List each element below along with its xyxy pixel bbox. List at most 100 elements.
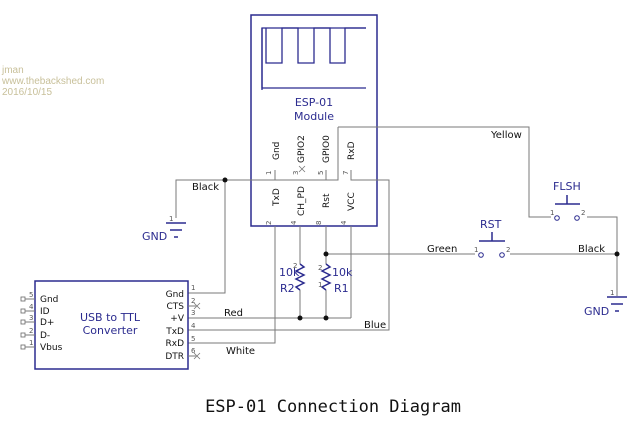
svg-text:GPIO2: GPIO2 <box>297 135 307 163</box>
wire-yellow <box>338 126 551 218</box>
usb-pin-gnd: 5 Gnd <box>20 291 58 305</box>
resistor-r2: 10k R2 2 <box>279 262 306 295</box>
esp01-pin-txd: TxD 2 <box>265 188 282 225</box>
svg-text:2: 2 <box>506 246 510 254</box>
svg-text:5: 5 <box>29 291 33 299</box>
svg-text:TxD: TxD <box>272 188 282 207</box>
resistor-icon <box>320 263 332 291</box>
usb-ttl-converter: USB to TTL Converter 5 Gnd 4 ID <box>20 280 201 370</box>
svg-text:8: 8 <box>315 221 323 225</box>
svg-text:1: 1 <box>550 209 554 217</box>
svg-text:1: 1 <box>265 171 273 175</box>
svg-text:Gnd: Gnd <box>166 290 184 300</box>
usb-pin-dtr: DTR 6 <box>165 347 201 362</box>
switch-flsh: FLSH 1 2 <box>550 180 585 221</box>
usb-pin-gnd-right: Gnd 1 <box>166 284 196 300</box>
svg-text:R2: R2 <box>280 282 295 295</box>
connector-pad-icon <box>20 332 26 338</box>
svg-text:2: 2 <box>581 209 585 217</box>
label-blue: Blue <box>364 320 386 331</box>
switch-rst: RST 1 2 <box>474 218 510 258</box>
svg-text:10k: 10k <box>332 266 353 279</box>
svg-text:1: 1 <box>474 246 478 254</box>
svg-text:DTR: DTR <box>165 352 184 362</box>
usb-pin-vplus: +V 3 <box>170 309 195 324</box>
svg-text:1: 1 <box>29 339 33 347</box>
junction-dot <box>222 177 228 183</box>
svg-text:2: 2 <box>29 327 33 335</box>
usb-pin-id: 4 ID <box>20 303 50 317</box>
esp01-pin-vcc: VCC 4 <box>340 192 357 225</box>
svg-text:1: 1 <box>169 215 173 223</box>
connector-pad-icon <box>20 319 26 325</box>
svg-text:Gnd: Gnd <box>40 295 58 305</box>
svg-text:R1: R1 <box>334 282 349 295</box>
svg-text:RxD: RxD <box>347 141 357 160</box>
svg-text:Rst: Rst <box>322 193 332 208</box>
svg-text:3: 3 <box>191 309 195 317</box>
wire-blue <box>188 179 390 331</box>
svg-text:5: 5 <box>191 335 195 343</box>
svg-text:2: 2 <box>293 262 297 270</box>
esp01-name: ESP-01 <box>295 96 333 109</box>
svg-text:2: 2 <box>191 297 195 305</box>
svg-text:TxD: TxD <box>165 327 184 337</box>
usb-pin-cts: CTS 2 <box>167 297 201 312</box>
esp01-outline <box>250 14 378 227</box>
connector-pad-icon <box>20 296 26 302</box>
svg-text:4: 4 <box>290 220 298 225</box>
esp01-pin-gpio2: GPIO2 3 <box>292 135 307 175</box>
svg-text:RxD: RxD <box>165 339 184 349</box>
pcb-antenna-icon <box>261 27 366 89</box>
junctions <box>222 177 620 321</box>
connector-pad-icon <box>20 308 26 314</box>
connector-pad-icon <box>20 344 26 350</box>
svg-text:4: 4 <box>191 322 196 330</box>
label-black-right: Black <box>578 244 605 255</box>
ground-label: GND <box>584 305 609 318</box>
junction-dot <box>297 315 303 321</box>
svg-text:ID: ID <box>40 307 50 317</box>
svg-text:6: 6 <box>191 347 196 355</box>
wire-flsh-gnd <box>587 216 618 296</box>
credit-author: jman <box>2 65 24 76</box>
svg-text:GPIO0: GPIO0 <box>322 135 332 163</box>
svg-text:D+: D+ <box>40 318 54 328</box>
label-red: Red <box>224 308 243 319</box>
svg-text:7: 7 <box>342 171 350 175</box>
svg-text:+V: +V <box>170 314 185 324</box>
svg-text:1: 1 <box>610 289 614 297</box>
usb-right-pins: Gnd 1 CTS 2 +V 3 TxD 4 <box>165 284 201 362</box>
junction-dot <box>323 315 329 321</box>
svg-text:Vbus: Vbus <box>40 343 63 353</box>
esp01-pin-ch-pd: CH_PD 4 <box>290 186 307 225</box>
svg-text:3: 3 <box>292 171 300 175</box>
svg-text:CH_PD: CH_PD <box>297 186 307 216</box>
svg-text:5: 5 <box>317 171 325 175</box>
label-black-left: Black <box>192 182 219 193</box>
svg-text:D-: D- <box>40 331 50 341</box>
credit-website: www.thebackshed.com <box>2 76 105 87</box>
svg-text:VCC: VCC <box>347 192 357 211</box>
usb-pin-vbus: 1 Vbus <box>20 339 63 353</box>
svg-text:Gnd: Gnd <box>272 142 282 160</box>
svg-text:4: 4 <box>29 303 34 311</box>
esp01-pin-gpio0: GPIO0 5 <box>317 135 338 181</box>
ground-left: 1 GND <box>142 215 186 243</box>
resistor-r1: 10k R1 2 1 <box>318 263 353 295</box>
svg-text:1: 1 <box>318 281 322 289</box>
usb-pin-rxd: RxD 5 <box>165 335 195 349</box>
svg-text:10k: 10k <box>279 266 300 279</box>
label-white: White <box>226 346 255 357</box>
switch-flsh-label: FLSH <box>553 180 581 193</box>
esp01-pin-gnd: Gnd 1 <box>265 142 282 180</box>
credit-date: 2016/10/15 <box>2 87 53 98</box>
esp01-pin-rst: Rst 8 <box>315 193 332 225</box>
ground-label: GND <box>142 230 167 243</box>
wire-white <box>188 226 276 344</box>
esp01-module: ESP-01 Module Gnd 1 GPIO2 3 GPIO0 5 <box>250 14 378 227</box>
resistor-icon <box>294 263 306 291</box>
esp01-subname: Module <box>294 110 334 123</box>
ground-right: 1 GND <box>584 289 627 318</box>
